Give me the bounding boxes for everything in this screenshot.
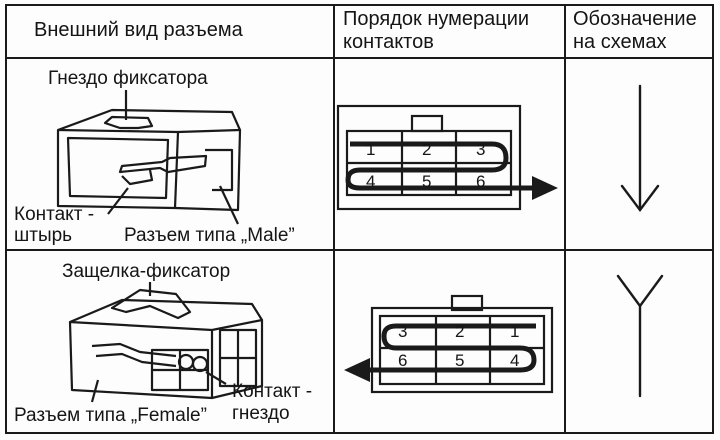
label-male-type: Разъем типа „Male” [124, 225, 295, 246]
header-numbering-line1: Порядок нумерации [343, 8, 530, 30]
pin-number: 1 [366, 140, 376, 159]
pin-number: 2 [455, 322, 465, 341]
pin-number: 4 [366, 172, 376, 191]
label-male-contact-line1: Контакт - [14, 204, 95, 225]
pin-number: 2 [422, 140, 432, 159]
label-female-contact-line2: гнездо [232, 403, 290, 424]
pin-number: 4 [510, 351, 520, 370]
header-designation-line1: Обозначение [573, 8, 697, 30]
pin-number: 6 [476, 172, 486, 191]
header-designation-line2: на схемах [573, 31, 667, 53]
header-numbering-line2: контактов [343, 31, 434, 53]
pin-number: 5 [422, 172, 432, 191]
label-female-type: Разъем типа „Female” [14, 405, 207, 426]
label-latch: Защелка-фиксатор [62, 261, 231, 282]
pin-number: 3 [398, 322, 408, 341]
header-appearance: Внешний вид разъема [34, 19, 243, 41]
label-lock-slot: Гнездо фиксатора [48, 68, 208, 89]
pin-number: 5 [455, 351, 465, 370]
label-male-contact-line2: штырь [14, 225, 73, 246]
pin-number: 3 [476, 140, 486, 159]
pin-number: 1 [510, 322, 520, 341]
pin-number: 6 [398, 351, 408, 370]
label-female-contact-line1: Контакт - [232, 381, 313, 402]
